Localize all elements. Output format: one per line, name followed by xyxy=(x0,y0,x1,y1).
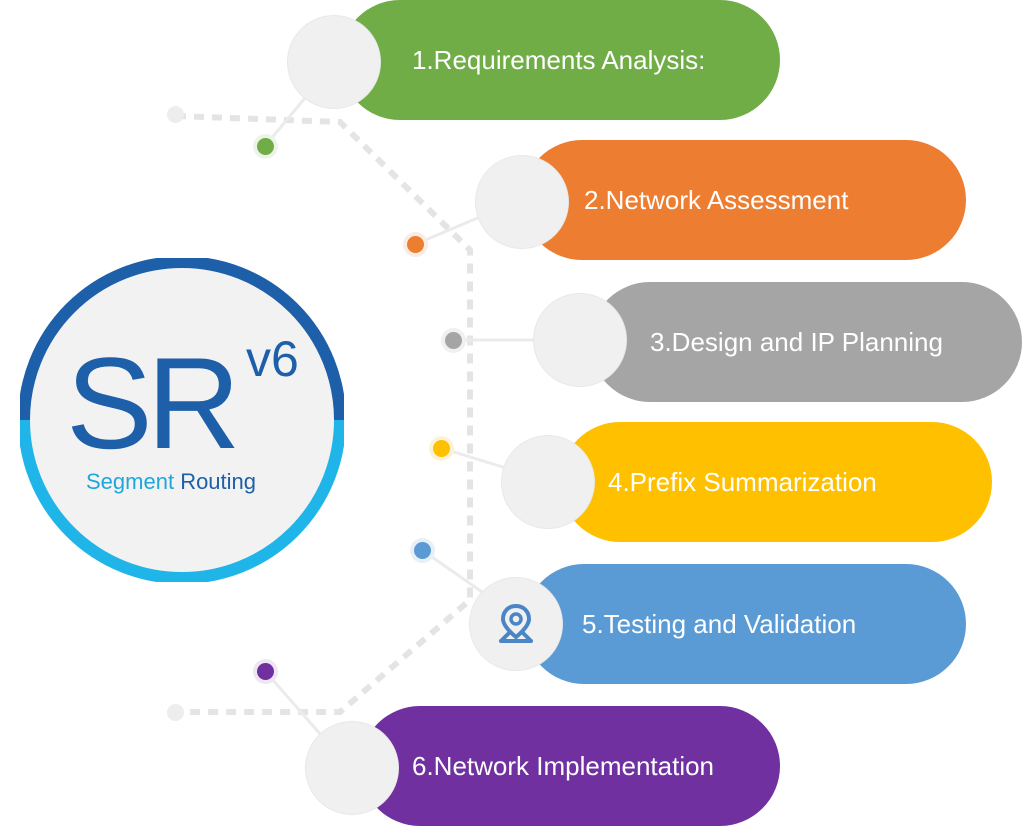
step-3-pill: 3.Design and IP Planning xyxy=(590,282,1022,402)
logo-r: R xyxy=(146,330,241,476)
logo-sr-text: SR xyxy=(66,338,241,468)
step-dot-4 xyxy=(433,440,450,457)
srv6-logo xyxy=(20,258,344,582)
logo-v6-superscript: v6 xyxy=(246,331,299,387)
step-4-pill: 4.Prefix Summarization xyxy=(560,422,992,542)
step-dot-2 xyxy=(407,236,424,253)
logo-tagline: Segment Routing xyxy=(86,471,256,493)
step-2-pill: 2.Network Assessment xyxy=(522,140,966,260)
step-dot-3 xyxy=(445,332,462,349)
step-6-pill: 6.Network Implementation xyxy=(360,706,780,826)
step-2-circle xyxy=(476,156,568,248)
step-5-circle xyxy=(470,578,562,670)
step-1-pill: 1.Requirements Analysis: xyxy=(340,0,780,120)
step-6-label: 6.Network Implementation xyxy=(412,750,715,781)
logo-s: S xyxy=(66,330,153,476)
step-3-circle xyxy=(534,294,626,386)
step-5-label: 5.Testing and Validation xyxy=(582,608,857,639)
logo-tagline-segment: Segment xyxy=(86,469,175,494)
step-dot-6 xyxy=(257,663,274,680)
location-pin-icon xyxy=(499,603,533,643)
step-4-label: 4.Prefix Summarization xyxy=(608,466,877,497)
trunk-node-bottom xyxy=(167,704,184,721)
logo-tagline-routing: Routing xyxy=(180,469,257,494)
step-1-circle xyxy=(288,16,380,108)
step-5-pill: 5.Testing and Validation xyxy=(524,564,966,684)
step-6-circle xyxy=(306,722,398,814)
step-dot-1 xyxy=(257,138,274,155)
trunk-node-top xyxy=(167,106,184,123)
step-1-label: 1.Requirements Analysis: xyxy=(412,44,706,75)
step-dot-5 xyxy=(414,542,431,559)
step-3-label: 3.Design and IP Planning xyxy=(650,326,943,357)
step-2-label: 2.Network Assessment xyxy=(584,184,849,215)
step-4-circle xyxy=(502,436,594,528)
